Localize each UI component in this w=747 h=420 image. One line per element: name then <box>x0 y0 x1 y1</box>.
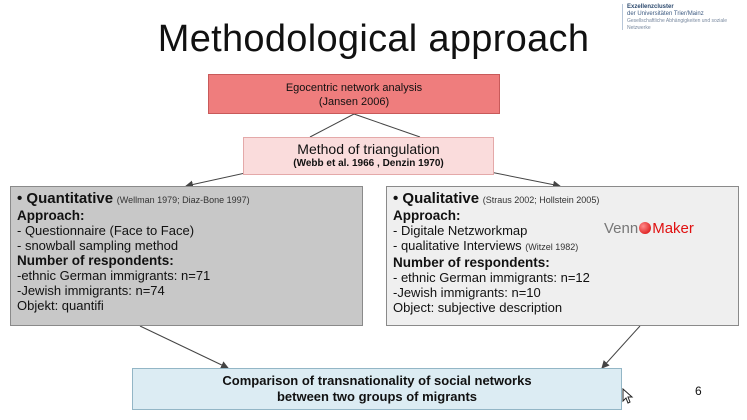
logo-line2: der Universitäten Trier/Mainz <box>627 11 704 17</box>
logo-line3: Gesellschaftliche Abhängigkeiten und soz… <box>627 18 728 31</box>
slide-title: Methodological approach <box>157 18 590 60</box>
quantitative-respondents-item: -Jewish immigrants: n=74 <box>17 283 165 298</box>
comparison-box: Comparison of transnationality of social… <box>132 368 622 410</box>
quantitative-respondents-label: Number of respondents: <box>17 253 174 268</box>
quantitative-object: Objekt: quantifi <box>17 298 104 313</box>
vennmaker-logo-part1: Venn <box>604 220 639 237</box>
arrow-quantitative-to-comparison <box>139 325 229 369</box>
quantitative-heading: • Quantitative <box>17 190 114 207</box>
page-number: 6 <box>695 384 702 398</box>
qualitative-respondents-item: -Jewish immigrants: n=10 <box>393 285 541 300</box>
qualitative-respondents-item: - ethnic German immigrants: n=12 <box>393 270 590 285</box>
vennmaker-logo-part2: Maker <box>652 220 694 237</box>
quantitative-approach-item: - snowball sampling method <box>17 238 179 253</box>
triangulation-citation: (Webb et al. 1966 , Denzin 1970) <box>293 158 444 169</box>
quantitative-citation: (Wellman 1979; Diaz-Bone 1997) <box>116 195 250 205</box>
vennmaker-logo: Venn Maker <box>604 220 744 246</box>
ego-box-line2: (Jansen 2006) <box>318 96 390 108</box>
qualitative-respondents-label: Number of respondents: <box>393 255 550 270</box>
vennmaker-dot-icon <box>639 222 652 234</box>
qualitative-approach-item: - qualitative Interviews <box>393 238 522 253</box>
cluster-logo: Exzellenzcluster der Universitäten Trier… <box>622 4 747 31</box>
qualitative-approach-item: - Digitale Netzworkmap <box>393 223 528 238</box>
qualitative-heading: • Qualitative <box>393 190 480 207</box>
ego-network-box: Egocentric network analysis (Jansen 2006… <box>208 74 500 114</box>
comparison-line2: between two groups of migrants <box>276 389 478 404</box>
qualitative-object: Object: subjective description <box>393 300 563 315</box>
triangulation-title: Method of triangulation <box>297 141 440 157</box>
quantitative-approach-label: Approach: <box>17 208 85 223</box>
comparison-line1: Comparison of transnationality of social… <box>222 373 532 388</box>
logo-line1: Exzellenzcluster <box>627 4 674 10</box>
quantitative-respondents-item: -ethnic German immigrants: n=71 <box>17 268 211 283</box>
arrow-qualitative-to-comparison <box>601 325 641 369</box>
qualitative-citation: (Straus 2002; Hollstein 2005) <box>482 195 600 205</box>
quantitative-approach-item: - Questionnaire (Face to Face) <box>17 223 195 238</box>
mouse-cursor-icon <box>622 388 634 404</box>
ego-box-line1: Egocentric network analysis <box>285 82 423 94</box>
qualitative-interview-citation: (Witzel 1982) <box>525 242 579 252</box>
arrow-ego-to-triangulation-right <box>353 113 421 138</box>
triangulation-box: Method of triangulation (Webb et al. 196… <box>243 137 494 175</box>
qualitative-approach-label: Approach: <box>393 208 461 223</box>
quantitative-panel: • Quantitative (Wellman 1979; Diaz-Bone … <box>10 186 363 326</box>
qualitative-panel: • Qualitative (Straus 2002; Hollstein 20… <box>386 186 739 326</box>
arrow-ego-to-triangulation-left <box>309 113 355 138</box>
